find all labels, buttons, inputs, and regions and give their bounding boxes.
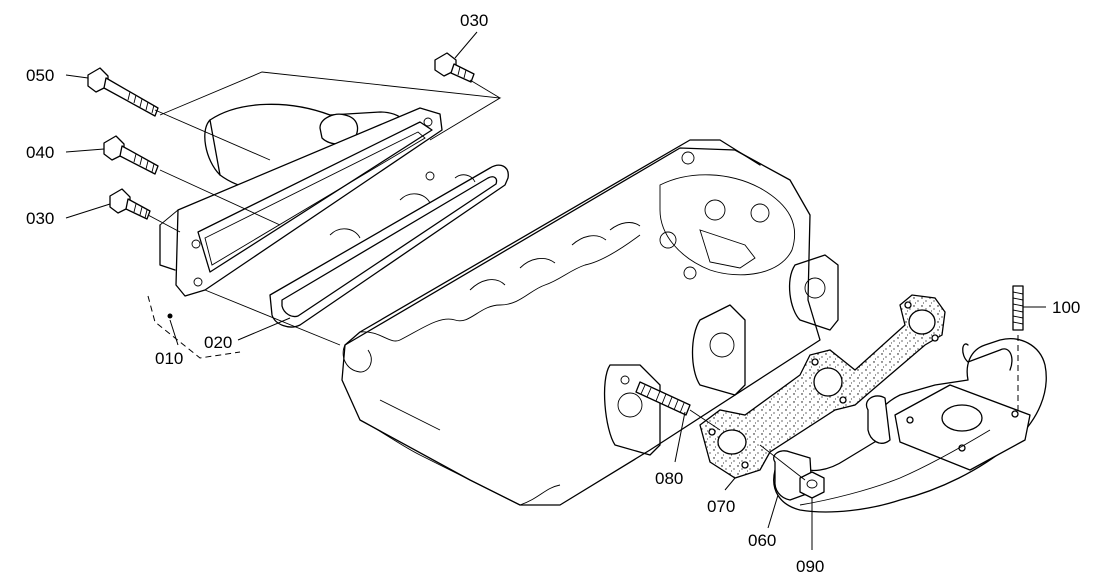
label-100: 100 — [1052, 298, 1080, 317]
bolt-040 — [103, 135, 159, 175]
label-090: 090 — [796, 557, 824, 576]
label-020: 020 — [204, 333, 232, 352]
nut-090 — [799, 471, 825, 499]
water-outlet-flange — [147, 103, 443, 359]
label-040: 040 — [26, 143, 54, 162]
outlet-gasket — [269, 164, 509, 328]
label-050: 050 — [26, 66, 54, 85]
label-010: 010 — [155, 349, 183, 368]
bolt-030-top — [434, 52, 475, 83]
label-030-top: 030 — [460, 11, 488, 30]
reference-dot — [167, 313, 173, 319]
label-030-left: 030 — [26, 209, 54, 228]
label-060: 060 — [748, 531, 776, 550]
label-070: 070 — [707, 497, 735, 516]
bolt-050 — [87, 67, 159, 117]
part-labels: 050 040 030 030 020 010 080 070 060 090 … — [26, 11, 1080, 576]
leader-lines — [65, 31, 1046, 550]
exhaust-gasket — [699, 294, 946, 479]
cylinder-head — [341, 139, 839, 506]
stud-100 — [1012, 285, 1024, 410]
alignment-lines — [147, 71, 806, 481]
stud-080 — [635, 381, 691, 416]
bolt-030-left — [109, 188, 151, 220]
label-080: 080 — [655, 469, 683, 488]
